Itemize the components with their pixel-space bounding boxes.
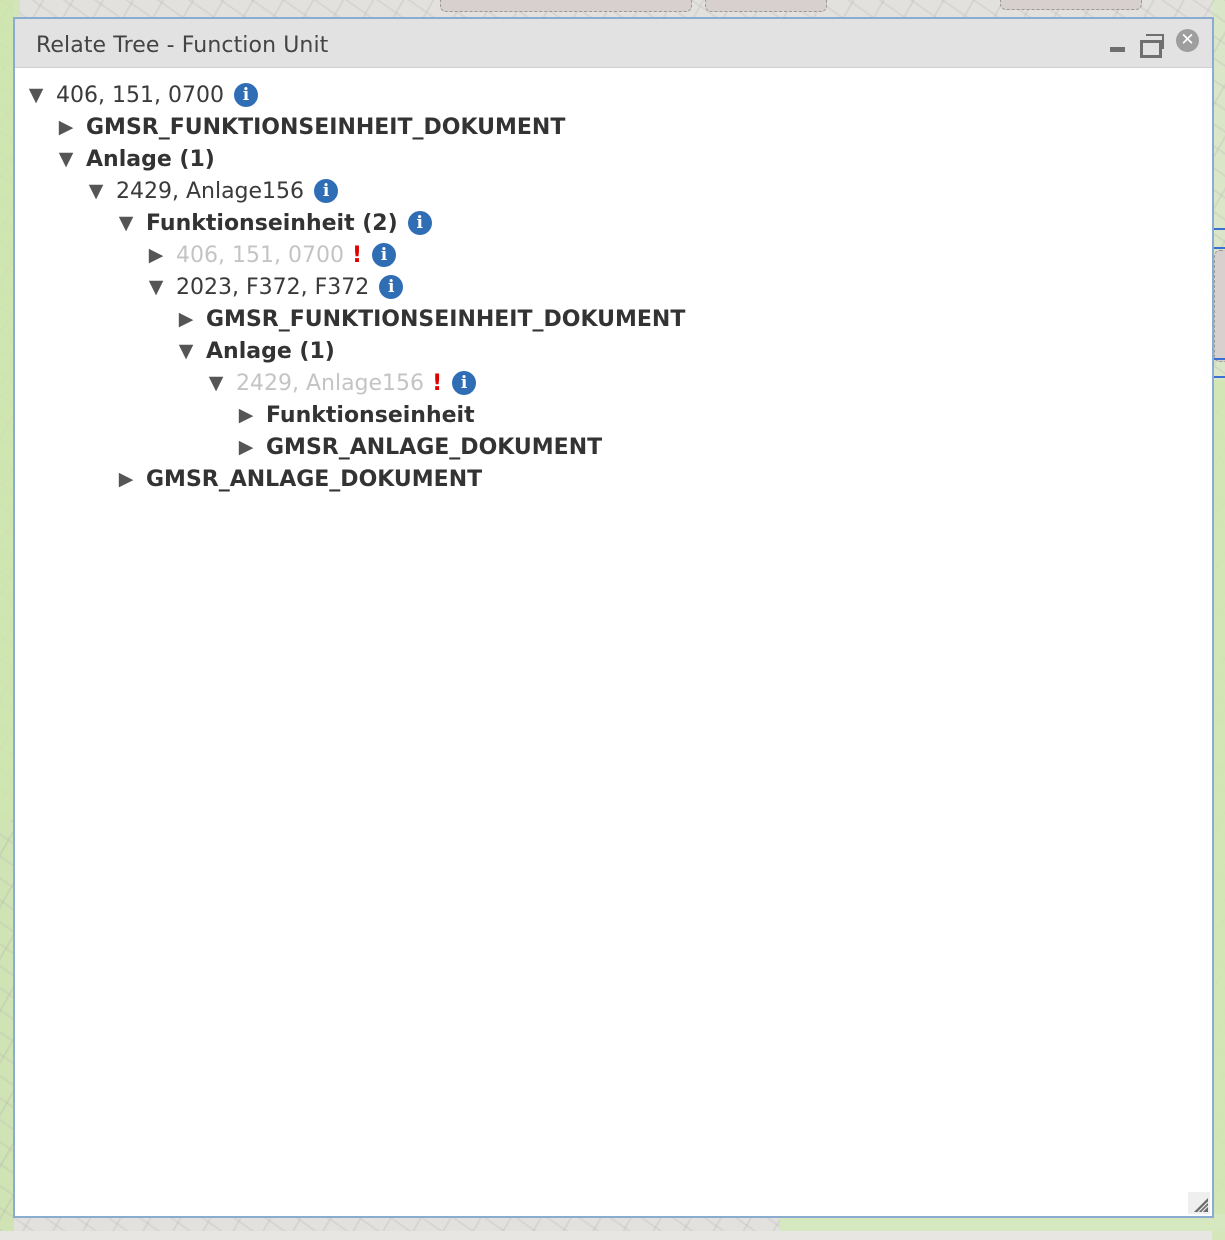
- tree-node-label[interactable]: Funktionseinheit: [266, 402, 475, 428]
- relate-tree-window: Relate Tree - Function Unit ✕ ▼ 406, 151,…: [13, 17, 1214, 1218]
- collapsed-arrow-icon[interactable]: ▶: [118, 468, 134, 490]
- tree-node-label[interactable]: GMSR_FUNKTIONSEINHEIT_DOKUMENT: [86, 114, 566, 140]
- map-building: [1000, 0, 1142, 10]
- collapsed-arrow-icon[interactable]: ▶: [238, 436, 254, 458]
- tree-node-label[interactable]: GMSR_ANLAGE_DOKUMENT: [146, 466, 483, 492]
- expanded-arrow-icon[interactable]: ▼: [28, 84, 44, 106]
- tree-node-label[interactable]: GMSR_ANLAGE_DOKUMENT: [266, 434, 603, 460]
- map-line: [1213, 247, 1225, 249]
- warning-icon: !: [432, 370, 443, 396]
- window-title: Relate Tree - Function Unit: [36, 33, 329, 58]
- tree-node[interactable]: ▼ 2429, Anlage156! i: [205, 367, 477, 399]
- tree-node-label[interactable]: Anlage (1): [86, 146, 215, 172]
- tree-node[interactable]: ▶ GMSR_ANLAGE_DOKUMENT: [235, 431, 602, 463]
- tree-node[interactable]: ▼ 2023, F372, F372 i: [145, 271, 404, 303]
- map-line: [1213, 358, 1225, 360]
- tree-node-label[interactable]: 2429, Anlage156: [116, 178, 305, 204]
- window-titlebar[interactable]: Relate Tree - Function Unit ✕: [15, 19, 1212, 68]
- info-icon[interactable]: i: [379, 275, 404, 299]
- tree-node-label[interactable]: 2023, F372, F372: [176, 274, 370, 300]
- warning-icon: !: [351, 242, 362, 268]
- tree-node-label[interactable]: 406, 151, 0700: [176, 242, 344, 268]
- map-line: [1213, 228, 1225, 230]
- expanded-arrow-icon[interactable]: ▼: [178, 340, 194, 362]
- collapsed-arrow-icon[interactable]: ▶: [148, 244, 164, 266]
- tree-node[interactable]: ▼ 406, 151, 0700 i: [25, 79, 258, 111]
- info-icon[interactable]: i: [452, 371, 477, 395]
- tree-node[interactable]: ▼ Funktionseinheit (2) i: [115, 207, 432, 239]
- map-building: [1214, 250, 1225, 362]
- map-park-area: [780, 1214, 1225, 1231]
- expanded-arrow-icon[interactable]: ▼: [118, 212, 134, 234]
- tree-node-label[interactable]: GMSR_FUNKTIONSEINHEIT_DOKUMENT: [206, 306, 686, 332]
- tree-node-label[interactable]: 2429, Anlage156: [236, 370, 425, 396]
- expanded-arrow-icon[interactable]: ▼: [88, 180, 104, 202]
- collapsed-arrow-icon[interactable]: ▶: [178, 308, 194, 330]
- tree-node[interactable]: ▼ Anlage (1): [175, 335, 335, 367]
- tree-node[interactable]: ▶ GMSR_FUNKTIONSEINHEIT_DOKUMENT: [55, 111, 566, 143]
- restore-icon-front: [1140, 40, 1162, 58]
- restore-icon-back: [1146, 34, 1164, 49]
- close-button[interactable]: ✕: [1176, 29, 1199, 52]
- info-icon[interactable]: i: [314, 179, 339, 203]
- expanded-arrow-icon[interactable]: ▼: [208, 372, 224, 394]
- tree-node[interactable]: ▶ GMSR_ANLAGE_DOKUMENT: [115, 463, 482, 495]
- collapsed-arrow-icon[interactable]: ▶: [58, 116, 74, 138]
- tree-node[interactable]: ▶ Funktionseinheit: [235, 399, 475, 431]
- tree-node[interactable]: ▶ GMSR_FUNKTIONSEINHEIT_DOKUMENT: [175, 303, 686, 335]
- tree-node-label[interactable]: Funktionseinheit (2): [146, 210, 398, 236]
- tree-node-label[interactable]: 406, 151, 0700: [56, 82, 224, 108]
- collapsed-arrow-icon[interactable]: ▶: [238, 404, 254, 426]
- info-icon[interactable]: i: [407, 211, 432, 235]
- close-icon: ✕: [1180, 30, 1195, 50]
- map-building: [440, 0, 692, 12]
- tree-node[interactable]: ▼ Anlage (1): [55, 143, 215, 175]
- info-icon[interactable]: i: [233, 83, 258, 107]
- info-icon[interactable]: i: [372, 243, 396, 267]
- map-park-area: [1212, 380, 1225, 1240]
- tree-node-label[interactable]: Anlage (1): [206, 338, 335, 364]
- restore-button[interactable]: [1140, 34, 1164, 58]
- expanded-arrow-icon[interactable]: ▼: [58, 148, 74, 170]
- map-building: [705, 0, 827, 12]
- tree-node[interactable]: ▶ 406, 151, 0700! i: [145, 239, 396, 271]
- resize-grip[interactable]: [1188, 1192, 1210, 1214]
- expanded-arrow-icon[interactable]: ▼: [148, 276, 164, 298]
- resize-grip-icon: [1194, 1198, 1208, 1212]
- tree-node[interactable]: ▼ 2429, Anlage156 i: [85, 175, 339, 207]
- minimize-button[interactable]: [1110, 47, 1125, 52]
- map-line: [1213, 376, 1225, 378]
